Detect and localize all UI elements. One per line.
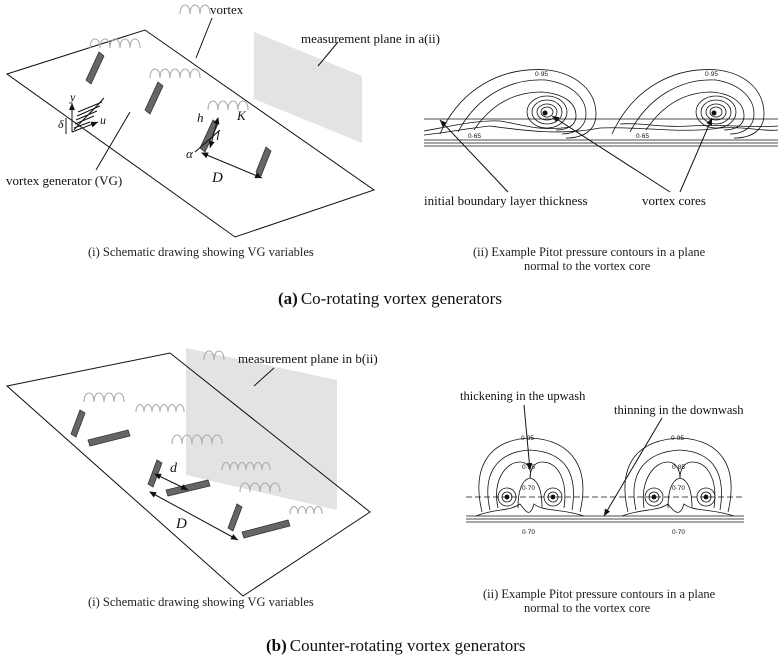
vortex-swirl-a2	[149, 68, 201, 79]
dimension-d-b	[154, 473, 189, 491]
label-downwash: thinning in the downwash	[614, 403, 744, 417]
contour-label-065-a-left: 0·65	[468, 133, 481, 140]
vortex-pair-b-right	[621, 437, 735, 517]
symbol-K: K	[236, 108, 247, 123]
leader-vortex-core-left	[551, 115, 671, 193]
panel-a-schematic: vortex measurement plane in a(ii) vortex…	[5, 2, 440, 259]
vortex-generator-b5	[227, 503, 243, 532]
vortex-swirl-a3	[207, 100, 249, 111]
vortex-swirl-b3	[171, 434, 223, 445]
label-vortex-generator: vortex generator (VG)	[6, 173, 122, 188]
leader-vortex-core-right	[679, 117, 713, 193]
symbol-u: u	[100, 113, 106, 127]
symbol-y: y	[69, 90, 76, 104]
symbol-D-a: D	[211, 170, 223, 186]
panel-a-contours: 0·95 0·95 0·65 0·65 initial boundary lay…	[423, 69, 779, 273]
vortex-swirl-b6	[289, 505, 323, 515]
boundary-layer-profile	[65, 97, 105, 134]
vortex-swirl-b1	[83, 392, 125, 403]
contour-label-095-a-right: 0·95	[705, 71, 718, 78]
label-vortex: vortex	[210, 2, 244, 17]
contour-label-070-b-bottom-left: 0·70	[522, 529, 535, 536]
vortex-generator-b1	[70, 409, 86, 438]
contour-label-070-b-left: 0·70	[522, 485, 535, 492]
panel-a-title: (a)Co-rotating vortex generators	[278, 289, 502, 308]
label-initial-bl: initial boundary layer thickness	[424, 193, 588, 208]
dimension-D-a	[201, 152, 263, 179]
label-vortex-cores: vortex cores	[642, 193, 706, 208]
caption-b-ii-line1: (ii) Example Pitot pressure contours in …	[483, 587, 716, 601]
vortex-generator-b6	[241, 519, 291, 539]
contour-label-085-b-right: 0·85	[672, 464, 685, 471]
caption-a-ii-line2: normal to the vortex core	[524, 259, 651, 273]
label-upwash: thickening in the upwash	[460, 389, 586, 403]
leader-initial-bl	[439, 119, 509, 193]
contour-label-065-a-right: 0·65	[636, 133, 649, 140]
vortex-generator-a4	[255, 146, 272, 177]
vortex-swirl-a1	[89, 38, 141, 49]
contour-label-095-b-left: 0·95	[521, 435, 534, 442]
label-measurement-plane-b: measurement plane in b(ii)	[238, 351, 378, 366]
panel-b-title: (b)Counter-rotating vortex generators	[266, 636, 525, 655]
symbol-l: l	[216, 128, 220, 143]
vortex-generator-a1	[85, 51, 105, 85]
angle-line-a	[194, 129, 221, 153]
leader-vg	[95, 111, 131, 171]
leader-measurement-plane-a	[317, 41, 339, 67]
flat-plate-a	[5, 29, 376, 238]
leader-measurement-plane-b	[253, 367, 275, 387]
vortex-pair-b-left	[475, 437, 585, 517]
symbol-delta: δ	[58, 117, 64, 131]
contour-label-085-b-left: 0·85	[522, 464, 535, 471]
panel-b-schematic: measurement plane in b(ii) d D (i) Schem…	[5, 348, 378, 609]
vortex-generator-b2	[87, 429, 131, 447]
symbol-h: h	[197, 110, 204, 125]
vortex-swirl-b2	[135, 403, 185, 413]
vortex-swirl-b4	[221, 461, 271, 471]
vortex-generator-b3	[147, 459, 163, 488]
contour-label-070-b-bottom-right: 0·70	[672, 529, 685, 536]
caption-a-ii-line1: (ii) Example Pitot pressure contours in …	[473, 245, 706, 259]
symbol-d-b: d	[170, 461, 178, 476]
caption-b-i: (i) Schematic drawing showing VG variabl…	[88, 595, 314, 609]
measurement-plane-a	[254, 32, 362, 143]
contour-label-095-b-right: 0·95	[671, 435, 684, 442]
label-measurement-plane-a: measurement plane in a(ii)	[301, 31, 440, 46]
panel-a-title-text: Co-rotating vortex generators	[301, 289, 502, 308]
vortex-swirl-b5	[239, 482, 281, 493]
vortex-core-a-left	[439, 69, 597, 139]
vortex-swirl-b7	[203, 350, 225, 361]
panel-b-title-text: Counter-rotating vortex generators	[290, 636, 526, 655]
panel-b-contours: 0·95 0·95 0·85 0·85 0·70 0·70 0·70 0·70 …	[460, 389, 744, 615]
measurement-plane-b	[186, 348, 337, 510]
leader-upwash	[523, 404, 533, 471]
panel-b-letter: (b)	[266, 636, 287, 655]
vortex-generator-a2	[144, 81, 164, 115]
leader-vortex	[195, 17, 213, 59]
vortex-swirl-a4	[179, 4, 211, 15]
symbol-D-b: D	[175, 516, 187, 532]
contour-label-095-a-left: 0·95	[535, 71, 548, 78]
symbol-alpha: α	[186, 146, 194, 161]
caption-b-ii-line2: normal to the vortex core	[524, 601, 651, 615]
leader-downwash	[603, 417, 663, 517]
dimension-l-a	[208, 117, 220, 149]
caption-a-i: (i) Schematic drawing showing VG variabl…	[88, 245, 314, 259]
panel-a-letter: (a)	[278, 289, 298, 308]
contour-label-070-b-right: 0·70	[672, 485, 685, 492]
vortex-core-a-right	[611, 69, 765, 139]
dimension-D-b	[149, 491, 239, 541]
